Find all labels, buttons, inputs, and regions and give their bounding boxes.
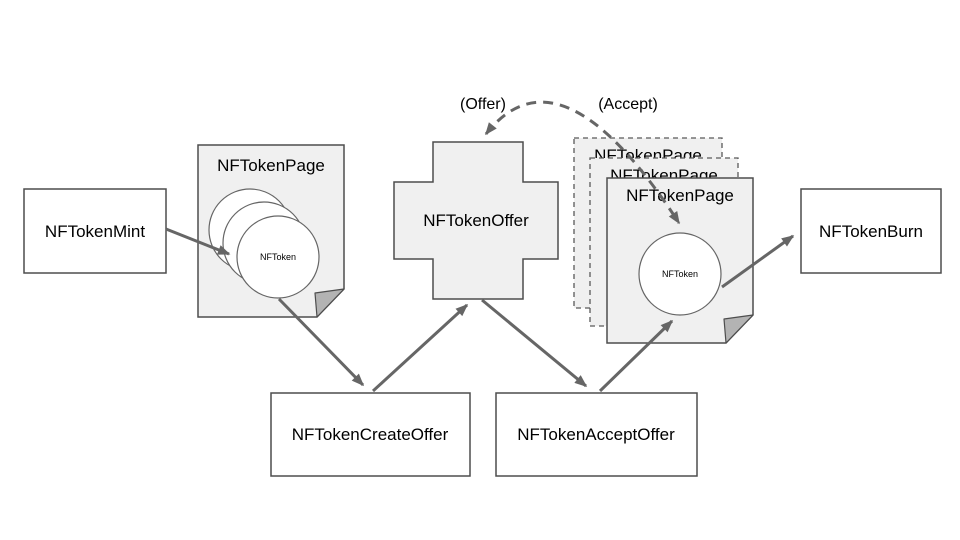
nftokenmint-node: NFTokenMint bbox=[23, 188, 167, 274]
nftokencreateoffer-node: NFTokenCreateOffer bbox=[270, 392, 471, 477]
annotation-accept: (Accept) bbox=[598, 96, 658, 113]
nftokenacceptoffer-node: NFTokenAcceptOffer bbox=[495, 392, 698, 477]
page-left-fold-corner-icon bbox=[314, 288, 345, 318]
nftokenpage-left: NFTokenPage NFToken bbox=[197, 144, 345, 318]
page-right-title: NFTokenPage bbox=[626, 186, 734, 205]
mint-box bbox=[23, 188, 167, 274]
nftokenburn-node: NFTokenBurn bbox=[800, 188, 942, 274]
token-label-left: NFToken bbox=[260, 252, 296, 262]
create-offer-box bbox=[270, 392, 471, 477]
offer-label: NFTokenOffer bbox=[423, 211, 529, 230]
nftokenoffer-node: NFTokenOffer bbox=[393, 141, 559, 300]
nftokenpage-right-stack: NFTokenPage NFTokenPage NFTokenPage NFTo… bbox=[573, 137, 754, 344]
arrow-mint-to-page bbox=[165, 227, 231, 256]
arrow-page-to-createoffer bbox=[277, 297, 365, 387]
flow-arrows bbox=[165, 227, 795, 393]
arrow-page-to-burn bbox=[721, 234, 795, 289]
arrow-offer-to-acceptoffer bbox=[481, 298, 588, 388]
page-left-title: NFTokenPage bbox=[217, 156, 325, 175]
accept-offer-box bbox=[495, 392, 698, 477]
accept-offer-label: NFTokenAcceptOffer bbox=[517, 425, 675, 444]
burn-label: NFTokenBurn bbox=[819, 222, 923, 241]
page-right-fold-corner-icon bbox=[723, 314, 754, 344]
token-circle-front bbox=[236, 215, 320, 299]
arrow-acceptoffer-to-page bbox=[598, 319, 674, 393]
burn-box bbox=[800, 188, 942, 274]
create-offer-label: NFTokenCreateOffer bbox=[292, 425, 449, 444]
annotation-offer: (Offer) bbox=[460, 96, 506, 113]
token-label-right: NFToken bbox=[662, 269, 698, 279]
token-circle-right bbox=[638, 232, 722, 316]
arrow-createoffer-to-offer bbox=[371, 303, 469, 393]
mint-label: NFTokenMint bbox=[45, 222, 145, 241]
